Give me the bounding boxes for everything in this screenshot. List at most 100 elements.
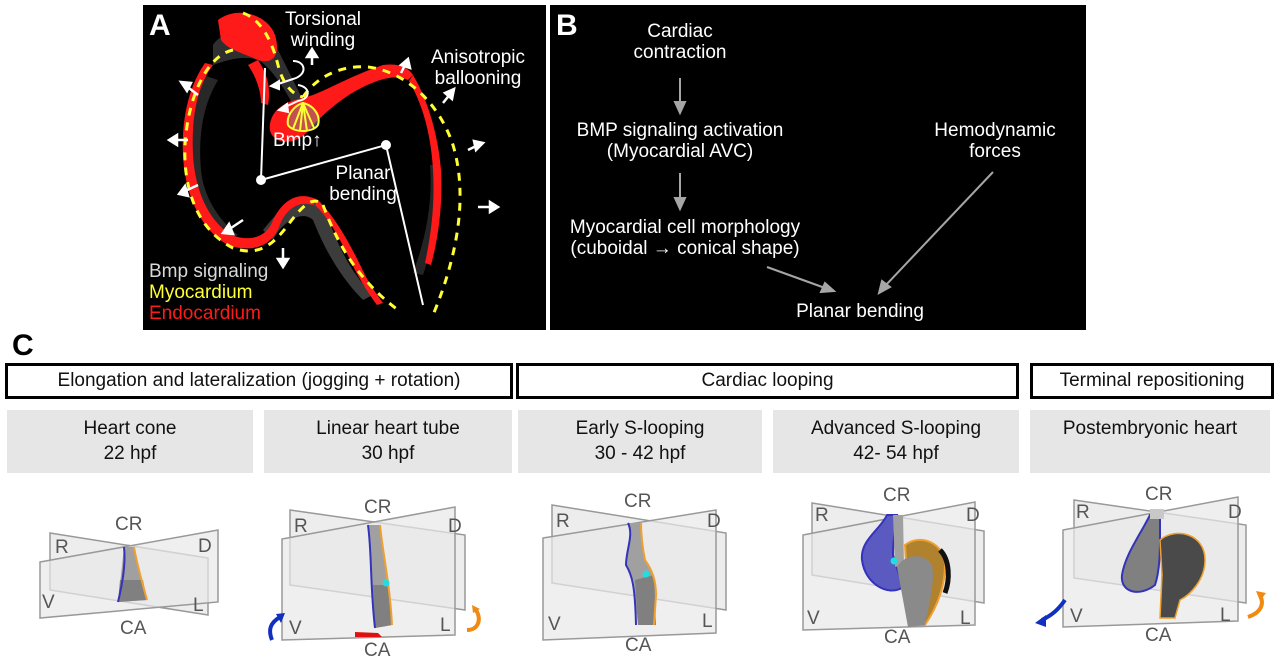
anisotropic-line1: Anisotropic <box>431 47 525 68</box>
stage-postembryonic-heart: Postembryonic heart <box>1030 410 1270 473</box>
plane-rl <box>281 506 456 641</box>
stage-name: Early S-looping <box>575 418 705 439</box>
legend: Bmp signaling Myocardium Endocardium <box>149 261 268 324</box>
panel-b-label: B <box>556 9 578 42</box>
myocardium-outline <box>183 11 462 316</box>
panel-c-label: C <box>12 329 34 362</box>
planar-line2: bending <box>329 184 397 205</box>
left-edge-line <box>117 546 126 603</box>
pathway-arrows <box>673 78 994 295</box>
stage-name: Postembryonic heart <box>1062 418 1238 439</box>
label-d: D <box>448 516 462 537</box>
morphology-line1: Myocardial cell morphology <box>569 217 801 238</box>
atrium-chamber <box>1120 514 1161 593</box>
ventricle <box>1159 532 1206 619</box>
label-r: R <box>294 516 308 537</box>
label-ca: CA <box>884 627 911 648</box>
label-cr: CR <box>115 514 143 535</box>
planar-bending-label: Planar bending <box>323 163 403 205</box>
section-cardiac-looping: Cardiac looping <box>516 363 1019 399</box>
panel-a: A <box>143 5 546 330</box>
label-ca: CA <box>120 618 147 639</box>
diagram-advanced-s-looping <box>802 501 985 631</box>
morphology-line2: (cuboidal → conical shape) <box>570 238 800 259</box>
diagram-postembryonic-heart <box>1035 496 1266 628</box>
heart-micrograph <box>166 11 501 316</box>
label-cr: CR <box>624 491 652 512</box>
stage-linear-heart-tube: Linear heart tube 30 hpf <box>264 410 512 473</box>
jog-arrow <box>355 632 382 637</box>
label-r: R <box>556 511 570 532</box>
stage-time: 42- 54 hpf <box>853 443 939 464</box>
label-ca: CA <box>625 635 652 656</box>
rotation-arrow-right <box>466 608 481 632</box>
arrow-morphology-to-planar <box>766 266 826 289</box>
planar-line1: Planar <box>335 163 391 184</box>
legend-myocardium: Myocardium <box>149 282 253 303</box>
label-ca: CA <box>364 640 391 661</box>
diagram-linear-heart-tube <box>268 506 481 641</box>
bmp-up-label: Bmp↑ <box>273 130 322 151</box>
label-l: L <box>193 595 204 616</box>
label-cr: CR <box>364 497 392 518</box>
label-d: D <box>707 511 721 532</box>
label-l: L <box>440 615 451 636</box>
left-edge-line <box>367 524 376 629</box>
avc-marker <box>382 579 390 587</box>
label-r: R <box>1076 502 1090 523</box>
section-elongation: Elongation and lateralization (jogging +… <box>5 363 513 399</box>
label-v: V <box>548 614 561 635</box>
stage-early-s-looping: Early S-looping 30 - 42 hpf <box>518 410 762 473</box>
label-d: D <box>1228 502 1242 523</box>
label-r: R <box>815 505 829 526</box>
node-cardiac-contraction: Cardiac contraction <box>620 21 740 63</box>
label-v: V <box>289 618 302 639</box>
ventricle-front <box>897 556 933 627</box>
rotation-arrow-left <box>268 615 282 641</box>
stage-advanced-s-looping: Advanced S-looping 42- 54 hpf <box>773 410 1019 473</box>
plane-rl <box>542 509 717 641</box>
panel-a-label: A <box>149 9 171 42</box>
avc-marker <box>642 570 650 578</box>
right-edge-line <box>133 546 148 601</box>
arrow-hemodynamic-to-planar <box>884 171 994 287</box>
stage-time: 30 hpf <box>361 443 415 464</box>
label-ca: CA <box>1145 625 1172 646</box>
diagram-heart-cone <box>39 529 219 619</box>
avc-marker <box>890 557 898 565</box>
torsional-arrows <box>268 60 309 114</box>
panel-b: B Cardiac contraction BMP signaling acti… <box>550 5 1086 330</box>
heart-stage-diagrams <box>39 496 1266 641</box>
label-l: L <box>1220 605 1231 626</box>
label-v: V <box>1070 606 1083 627</box>
torsional-line2: winding <box>290 30 356 51</box>
label-l: L <box>702 611 713 632</box>
section-terminal-repositioning: Terminal repositioning <box>1030 363 1274 399</box>
label-l: L <box>960 608 971 629</box>
stage-heart-cone: Heart cone 22 hpf <box>7 410 253 473</box>
right-edge-line <box>640 522 658 626</box>
legend-endocardium: Endocardium <box>149 303 261 324</box>
anisotropic-ballooning-label: Anisotropic ballooning <box>423 47 533 89</box>
label-v: V <box>42 592 55 613</box>
hemodynamic-line1: Hemodynamic <box>934 120 1056 141</box>
label-d: D <box>198 536 212 557</box>
torsional-line1: Torsional <box>284 9 362 30</box>
anisotropic-line2: ballooning <box>434 68 522 89</box>
bmp-line1: BMP signaling activation <box>576 120 784 141</box>
diagram-early-s-looping <box>542 504 727 641</box>
label-d: D <box>966 505 980 526</box>
stage-time: 30 - 42 hpf <box>594 443 686 464</box>
label-r: R <box>55 537 69 558</box>
contraction-line1: Cardiac <box>647 21 713 42</box>
outflow <box>1150 509 1164 519</box>
ballooning-arrows <box>166 46 501 270</box>
label-v: V <box>807 608 820 629</box>
torsional-winding-label: Torsional winding <box>283 9 363 51</box>
stage-name: Advanced S-looping <box>810 418 982 439</box>
stage-name: Heart cone <box>83 418 177 439</box>
right-edge-line <box>379 524 393 626</box>
node-planar-bending: Planar bending <box>796 301 924 322</box>
heart-tube-top <box>893 515 904 567</box>
node-myocardial-morphology: Myocardial cell morphology (cuboidal → c… <box>560 217 810 259</box>
